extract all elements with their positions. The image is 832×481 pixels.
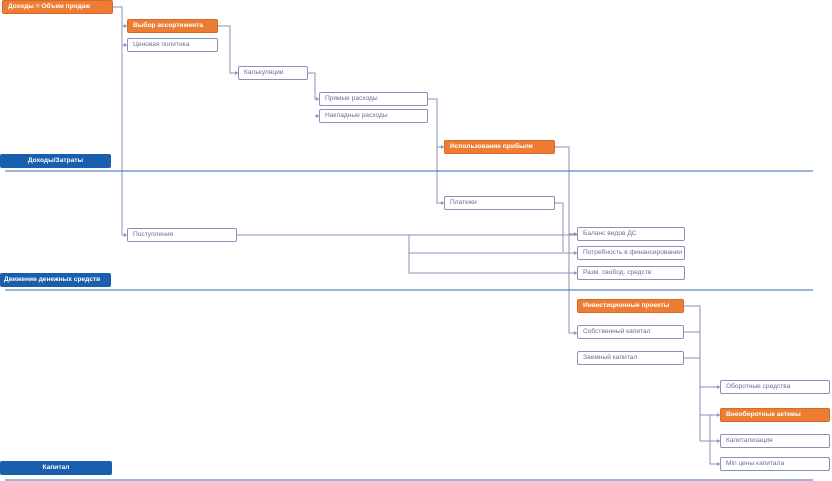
node-profit-use[interactable]: Использование прибыли — [444, 140, 555, 154]
node-financing-need[interactable]: Потребность в финансировании — [577, 246, 685, 260]
node-capitalization[interactable]: Капитализация — [720, 434, 830, 448]
node-debt[interactable]: Заемный капитал — [577, 351, 684, 365]
node-free-funds[interactable]: Разм. свобод. средств — [577, 266, 685, 280]
node-receipts[interactable]: Поступления — [127, 228, 237, 242]
node-price-policy[interactable]: Ценовая политика — [127, 38, 218, 52]
node-min-capital-price[interactable]: Min цены капитала — [720, 457, 830, 471]
node-direct-costs[interactable]: Прямые расходы — [319, 92, 428, 106]
section-capital[interactable]: Капитал — [0, 461, 112, 475]
section-cash-flow[interactable]: Движение денежных средств — [0, 273, 111, 287]
node-investment-projects[interactable]: Инвестиционные проекты — [577, 299, 684, 313]
node-assortment[interactable]: Выбор ассортимента — [127, 19, 218, 33]
node-working-capital[interactable]: Оборотные средства — [720, 380, 830, 394]
node-payments[interactable]: Платежи — [444, 196, 555, 210]
section-income-costs[interactable]: Доходы/Затраты — [0, 154, 111, 168]
node-fixed-assets[interactable]: Внеоборотные активы — [720, 408, 830, 422]
node-costing[interactable]: Калькуляции — [238, 66, 308, 80]
node-equity[interactable]: Собственный капитал — [577, 325, 684, 339]
node-revenue[interactable]: Доходы = Объем продаж — [2, 0, 113, 14]
node-overhead[interactable]: Накладные расходы — [319, 109, 428, 123]
node-cash-balance[interactable]: Баланс видов ДС — [577, 227, 685, 241]
